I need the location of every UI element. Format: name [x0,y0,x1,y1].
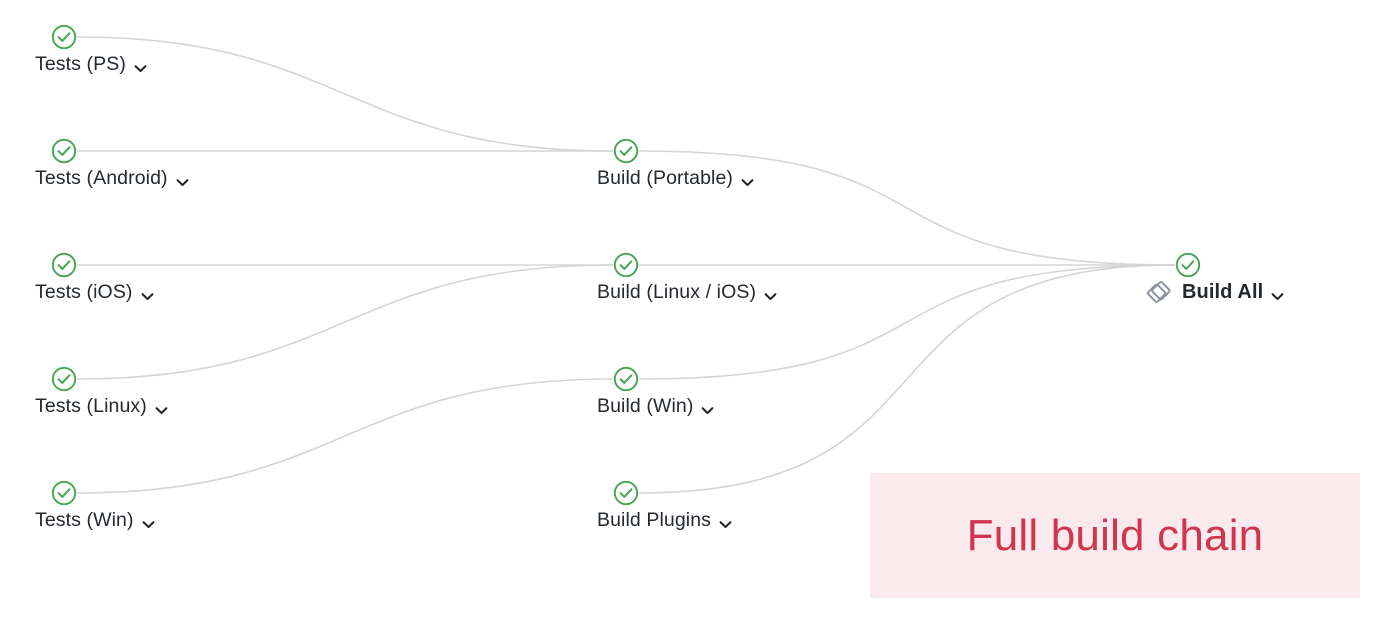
chevron-down-icon[interactable] [741,174,754,186]
chevron-down-icon[interactable] [134,60,147,72]
annotation-full-build-chain: Full build chain [870,473,1360,598]
node-label-row[interactable]: Tests (iOS) [35,279,154,305]
check-circle-icon[interactable] [51,252,77,278]
node-label: Build (Portable) [597,167,733,189]
node-label-row[interactable]: Tests (PS) [35,51,147,77]
node-label-row[interactable]: Build Plugins [597,507,732,533]
check-circle-icon[interactable] [613,138,639,164]
chevron-down-icon[interactable] [1271,288,1284,300]
check-circle-icon[interactable] [51,138,77,164]
node-label-row[interactable]: Build (Win) [597,393,714,419]
node-label: Build All [1182,281,1264,303]
chevron-down-icon[interactable] [719,516,732,528]
chevron-down-icon[interactable] [142,516,155,528]
chevron-down-icon[interactable] [176,174,189,186]
node-label: Tests (iOS) [35,281,133,303]
check-circle-icon[interactable] [51,24,77,50]
node-label-row[interactable]: Tests (Win) [35,507,155,533]
composite-diamonds-icon [1145,279,1175,305]
node-label: Tests (Android) [35,167,168,189]
chevron-down-icon[interactable] [141,288,154,300]
node-label: Build (Win) [597,395,694,417]
chevron-down-icon[interactable] [764,288,777,300]
edge-tests-linux-to-build-linux-ios [76,264,614,380]
annotation-label: Full build chain [966,510,1264,560]
chevron-down-icon[interactable] [701,402,714,414]
node-label-row[interactable]: Tests (Android) [35,165,189,191]
node-label-row[interactable]: Tests (Linux) [35,393,168,419]
check-circle-icon[interactable] [613,252,639,278]
check-circle-icon[interactable] [51,366,77,392]
check-circle-icon[interactable] [613,366,639,392]
node-label-row[interactable]: Build (Portable) [597,165,754,191]
edge-tests-ps-to-build-portable [76,36,614,152]
node-label: Tests (Win) [35,509,134,531]
node-label: Build (Linux / iOS) [597,281,757,303]
chevron-down-icon[interactable] [155,402,168,414]
check-circle-icon[interactable] [1175,252,1201,278]
node-label: Tests (Linux) [35,395,147,417]
node-label: Tests (PS) [35,53,126,75]
node-label-row[interactable]: Build All [1145,279,1284,305]
check-circle-icon[interactable] [51,480,77,506]
node-label: Build Plugins [597,509,712,531]
check-circle-icon[interactable] [613,480,639,506]
node-label-row[interactable]: Build (Linux / iOS) [597,279,777,305]
